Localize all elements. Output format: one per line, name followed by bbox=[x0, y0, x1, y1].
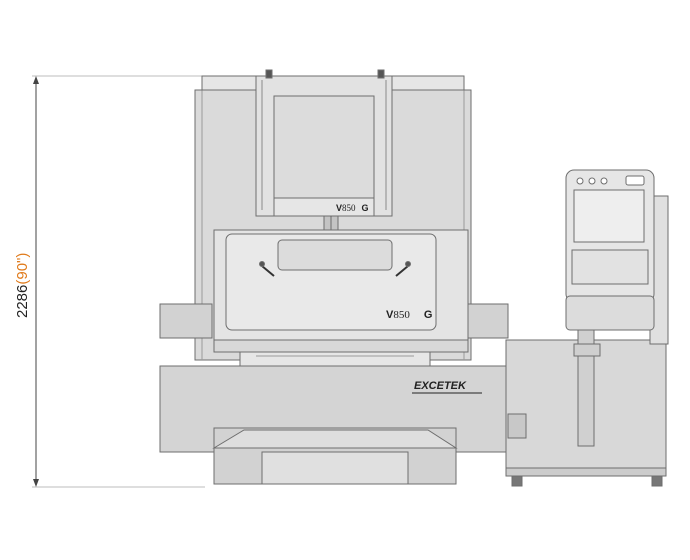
pendant-button-3 bbox=[600, 177, 608, 185]
dimension-arrow-top bbox=[33, 76, 39, 84]
head-bolt-left bbox=[265, 69, 273, 79]
monitor-screen bbox=[573, 189, 645, 243]
base-chamfer bbox=[212, 429, 458, 449]
model-lower-suffix: G bbox=[424, 309, 433, 321]
cabinet-arm bbox=[573, 343, 601, 357]
dimension-value: 2286 bbox=[14, 285, 31, 318]
tank-window bbox=[277, 239, 393, 271]
cabinet-handle bbox=[507, 413, 527, 439]
model-lower-prefix: V bbox=[386, 309, 394, 321]
tank-handle-left bbox=[261, 265, 275, 277]
pendant-base bbox=[565, 295, 655, 331]
head-bolt-right bbox=[377, 69, 385, 79]
model-upper-suffix: G bbox=[362, 203, 369, 213]
head-frame-inner bbox=[273, 95, 375, 199]
tank-knob-left bbox=[259, 261, 265, 267]
head-front-plate bbox=[273, 197, 375, 217]
tank-handle-right bbox=[395, 265, 409, 277]
pendant-button-2 bbox=[588, 177, 596, 185]
table-rail bbox=[213, 339, 469, 353]
model-label-lower: V850 G bbox=[386, 309, 432, 321]
height-dimension: 2286(90") bbox=[14, 75, 205, 488]
base-foot bbox=[261, 451, 409, 485]
model-upper-number: 850 bbox=[342, 203, 356, 213]
keyboard-panel bbox=[571, 249, 649, 285]
dimension-arrow-bottom bbox=[33, 479, 39, 487]
logo-text: EXCETEK bbox=[414, 380, 467, 392]
model-lower-number: 850 bbox=[393, 309, 410, 321]
cabinet-plinth bbox=[505, 467, 667, 477]
dimension-label: 2286(90") bbox=[14, 253, 31, 318]
control-cabinet bbox=[505, 169, 669, 487]
tank-knob-right bbox=[405, 261, 411, 267]
pendant-indicator bbox=[625, 175, 645, 186]
dimension-imperial: (90") bbox=[14, 253, 31, 285]
cabinet-wheel-left bbox=[511, 475, 523, 487]
model-upper-prefix: V bbox=[336, 203, 342, 213]
table-slot bbox=[239, 351, 431, 367]
left-wing bbox=[159, 303, 213, 339]
model-label-upper: V850 G bbox=[336, 203, 369, 213]
brand-logo: EXCETEK bbox=[412, 380, 482, 394]
pendant-button-1 bbox=[576, 177, 584, 185]
cabinet-wheel-right bbox=[651, 475, 663, 487]
right-wing bbox=[463, 303, 509, 339]
